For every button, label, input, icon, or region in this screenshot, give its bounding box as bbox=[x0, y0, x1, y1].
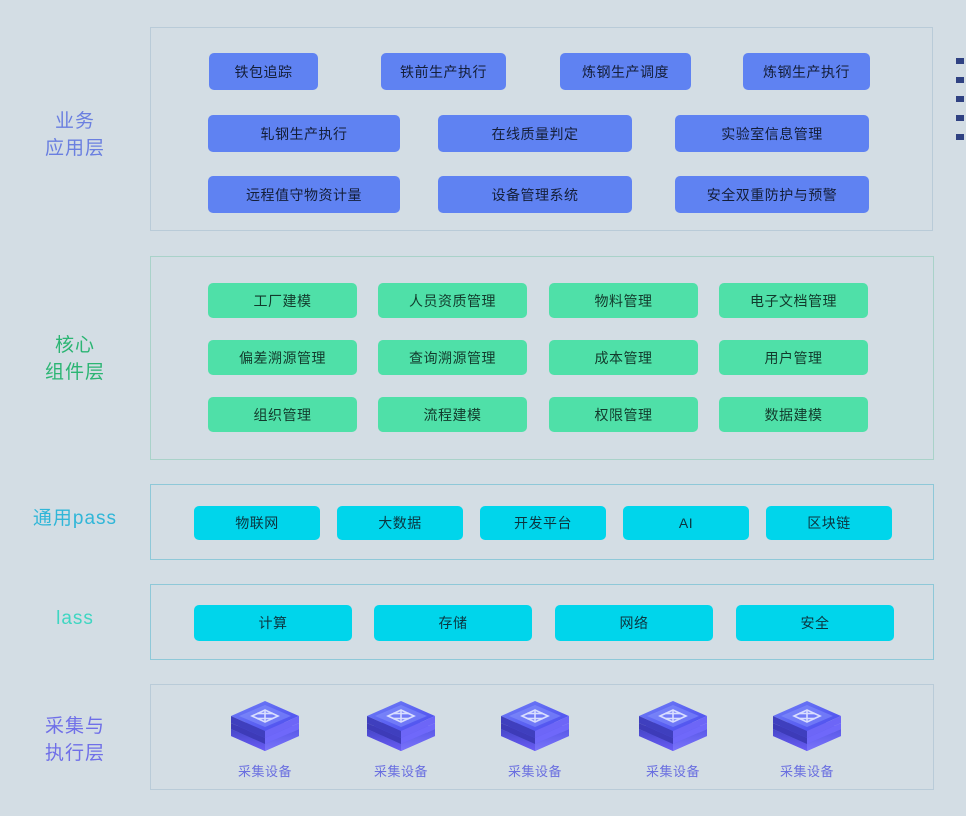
bullet-marker bbox=[956, 77, 964, 83]
node-core-2-1[interactable]: 流程建模 bbox=[378, 397, 527, 432]
node-business-0-3[interactable]: 炼钢生产执行 bbox=[743, 53, 870, 90]
node-core-1-2[interactable]: 成本管理 bbox=[549, 340, 698, 375]
device-collect-3[interactable]: 采集设备 bbox=[613, 695, 733, 780]
node-core-0-3[interactable]: 电子文档管理 bbox=[719, 283, 868, 318]
device-caption: 采集设备 bbox=[237, 764, 292, 779]
panel-paas bbox=[150, 484, 934, 560]
node-core-2-2[interactable]: 权限管理 bbox=[549, 397, 698, 432]
layer-label-core: 核心 组件层 bbox=[44, 335, 105, 383]
panel-iaas bbox=[150, 584, 934, 660]
node-iaas-2[interactable]: 网络 bbox=[555, 605, 713, 641]
node-paas-4[interactable]: 区块链 bbox=[766, 506, 892, 540]
node-business-1-0[interactable]: 轧钢生产执行 bbox=[208, 115, 400, 152]
bullet-marker bbox=[956, 96, 964, 102]
node-core-2-3[interactable]: 数据建模 bbox=[719, 397, 868, 432]
node-core-0-0[interactable]: 工厂建模 bbox=[208, 283, 357, 318]
node-iaas-3[interactable]: 安全 bbox=[736, 605, 894, 641]
node-iaas-1[interactable]: 存储 bbox=[374, 605, 532, 641]
node-core-0-1[interactable]: 人员资质管理 bbox=[378, 283, 527, 318]
node-business-0-0[interactable]: 铁包追踪 bbox=[209, 53, 318, 90]
collection-device-icon bbox=[231, 701, 299, 751]
device-collect-1[interactable]: 采集设备 bbox=[341, 695, 461, 780]
layer-label-collect: 采集与 执行层 bbox=[44, 716, 105, 764]
device-collect-2[interactable]: 采集设备 bbox=[475, 695, 595, 780]
node-business-1-2[interactable]: 实验室信息管理 bbox=[675, 115, 869, 152]
layer-label-paas: 通用pass bbox=[32, 508, 118, 529]
node-business-2-2[interactable]: 安全双重防护与预警 bbox=[675, 176, 869, 213]
node-iaas-0[interactable]: 计算 bbox=[194, 605, 352, 641]
node-paas-3[interactable]: AI bbox=[623, 506, 749, 540]
layer-label-iaas: lass bbox=[56, 608, 94, 629]
node-core-1-1[interactable]: 查询溯源管理 bbox=[378, 340, 527, 375]
node-core-2-0[interactable]: 组织管理 bbox=[208, 397, 357, 432]
device-collect-0[interactable]: 采集设备 bbox=[205, 695, 325, 780]
panel-core bbox=[150, 256, 934, 460]
device-caption: 采集设备 bbox=[645, 764, 700, 779]
bullet-marker bbox=[956, 115, 964, 121]
node-business-0-1[interactable]: 铁前生产执行 bbox=[381, 53, 506, 90]
node-business-2-0[interactable]: 远程值守物资计量 bbox=[208, 176, 400, 213]
panel-collect bbox=[150, 684, 934, 790]
clipped-bullet-list bbox=[956, 58, 966, 153]
node-core-1-3[interactable]: 用户管理 bbox=[719, 340, 868, 375]
node-paas-0[interactable]: 物联网 bbox=[194, 506, 320, 540]
device-caption: 采集设备 bbox=[373, 764, 428, 779]
collection-device-icon bbox=[639, 701, 707, 751]
node-paas-1[interactable]: 大数据 bbox=[337, 506, 463, 540]
node-business-0-2[interactable]: 炼钢生产调度 bbox=[560, 53, 691, 90]
bullet-marker bbox=[956, 134, 964, 140]
collection-device-icon bbox=[773, 701, 841, 751]
node-paas-2[interactable]: 开发平台 bbox=[480, 506, 606, 540]
panel-business bbox=[150, 27, 933, 231]
layer-label-business: 业务 应用层 bbox=[44, 111, 105, 159]
collection-device-icon bbox=[367, 701, 435, 751]
device-caption: 采集设备 bbox=[779, 764, 834, 779]
device-collect-4[interactable]: 采集设备 bbox=[747, 695, 867, 780]
bullet-marker bbox=[956, 58, 964, 64]
collection-device-icon bbox=[501, 701, 569, 751]
node-core-1-0[interactable]: 偏差溯源管理 bbox=[208, 340, 357, 375]
device-caption: 采集设备 bbox=[507, 764, 562, 779]
node-business-1-1[interactable]: 在线质量判定 bbox=[438, 115, 632, 152]
node-core-0-2[interactable]: 物料管理 bbox=[549, 283, 698, 318]
node-business-2-1[interactable]: 设备管理系统 bbox=[438, 176, 632, 213]
